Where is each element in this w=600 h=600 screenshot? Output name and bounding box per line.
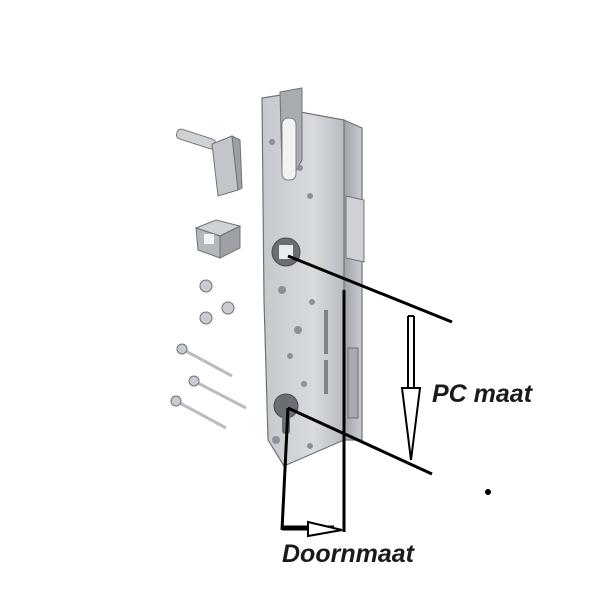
spindle-part xyxy=(175,128,243,197)
pc-measure xyxy=(287,254,453,476)
groove-1 xyxy=(324,310,328,354)
doornmaat-label: Doornmaat xyxy=(282,540,414,568)
doorn-measure xyxy=(280,290,346,538)
groove-2 xyxy=(324,360,328,394)
square-cube-part xyxy=(194,219,242,259)
latch-block xyxy=(345,195,365,263)
spindle-hole xyxy=(271,237,301,267)
lock-body xyxy=(261,87,365,467)
pc-line-bottom xyxy=(287,406,433,476)
forend-lower-slot xyxy=(347,347,359,419)
doorn-line-left xyxy=(280,407,290,531)
pc-line-top xyxy=(287,254,453,324)
pc-maat-label: PC maat xyxy=(432,380,533,408)
screw-holes xyxy=(269,139,315,449)
stray-dot xyxy=(485,489,491,495)
long-screws xyxy=(170,343,247,430)
lock-top-slot xyxy=(281,117,297,181)
doorn-arrow-head xyxy=(307,520,343,538)
small-screws xyxy=(199,279,235,325)
pc-arrow-head xyxy=(400,387,422,461)
